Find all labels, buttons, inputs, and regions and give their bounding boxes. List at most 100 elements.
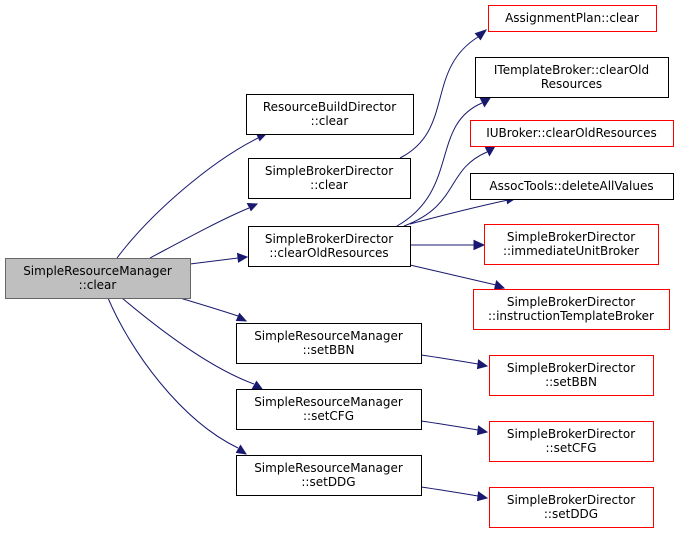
node-box (488, 5, 657, 32)
node-box (248, 226, 411, 267)
edge-line (107, 297, 239, 449)
edge-arrowhead (251, 380, 264, 390)
node-simplebrokerdirector-setcfg[interactable]: SimpleBrokerDirector::setCFG (489, 421, 654, 462)
node-label-line-2: Resources (541, 77, 602, 91)
edge-line (420, 486, 479, 497)
edge-arrowhead (479, 97, 491, 108)
edge-line (149, 207, 250, 259)
node-label-line-1: SimpleBrokerDirector (265, 232, 393, 246)
node-assignmentplan-clear[interactable]: AssignmentPlan::clear (488, 5, 657, 32)
node-simpleresourcemanager-setcfg[interactable]: SimpleResourceManager::setCFG (236, 389, 422, 430)
node-label-line-1: ITemplateBroker::clearOld (494, 63, 649, 77)
edge-srm_clear-to-sbd_clearold (189, 252, 249, 265)
node-label-line-1: SimpleBrokerDirector (507, 230, 635, 244)
node-simpleresourcemanager-setddg[interactable]: SimpleResourceManager::setDDG (236, 455, 422, 496)
node-label-line-1: SimpleBrokerDirector (507, 427, 635, 441)
node-itemplatebroker-clearoldresources[interactable]: ITemplateBroker::clearOldResources (475, 57, 669, 98)
node-box (489, 487, 654, 528)
node-label-line-2: ::clear (79, 278, 117, 292)
node-simplebrokerdirector-setbbn[interactable]: SimpleBrokerDirector::setBBN (489, 355, 654, 396)
node-label-line-1: SimpleBrokerDirector (507, 361, 635, 375)
node-box (5, 258, 191, 299)
edge-line (189, 257, 239, 265)
edge-arrowhead (493, 280, 506, 291)
edge-line (409, 264, 497, 286)
node-box (246, 94, 414, 135)
edge-line (409, 199, 509, 225)
node-box (470, 120, 674, 147)
node-label-line-2: ::clearOldResources (269, 246, 388, 260)
node-label-line-2: ::clear (310, 178, 348, 192)
edge-arrowhead (246, 202, 259, 212)
node-assoctools-deleteallvalues[interactable]: AssocTools::deleteAllValues (470, 173, 674, 200)
node-box (475, 57, 669, 98)
node-simpleresourcemanager-clear[interactable]: SimpleResourceManager::clear (5, 258, 191, 299)
node-label-line-1: AssocTools::deleteAllValues (489, 179, 653, 193)
node-label-line-2: ::setDDG (544, 507, 598, 521)
edge-srm_clear-to-srm_setddg (107, 297, 248, 455)
node-label-line-1: SimpleResourceManager (254, 329, 403, 343)
node-label-line-2: ::clear (311, 114, 349, 128)
edge-line (403, 151, 488, 227)
edge-arrowhead (474, 29, 488, 41)
node-simplebrokerdirector-immediateunitbroker[interactable]: SimpleBrokerDirector::immediateUnitBroke… (484, 224, 659, 265)
node-box (248, 158, 411, 199)
node-label-line-2: ::setBBN (545, 375, 597, 389)
edge-arrowhead (476, 425, 489, 436)
edge-sbd_clearold-to-itb_clearold (396, 97, 491, 227)
edges-layer (107, 29, 518, 502)
edge-arrowhead (236, 252, 249, 263)
edge-srm_clear-to-rbd_clear (116, 132, 268, 259)
node-box (489, 421, 654, 462)
edge-line (121, 297, 255, 385)
node-label-line-2: ::setCFG (545, 441, 596, 455)
node-box (470, 173, 674, 200)
edge-srm_setbbn-to-sbd_setbbn (420, 354, 489, 370)
node-label-line-2: ::setDDG (301, 475, 355, 489)
edge-arrowhead (473, 239, 486, 251)
node-simpleresourcemanager-setbbn[interactable]: SimpleResourceManager::setBBN (236, 323, 422, 364)
node-label-line-2: ::setCFG (303, 409, 354, 423)
node-label-line-1: AssignmentPlan::clear (505, 11, 639, 25)
edge-arrowhead (476, 491, 489, 502)
node-label-line-1: ResourceBuildDirector (263, 100, 396, 114)
nodes-layer: SimpleResourceManager::clearResourceBuil… (5, 5, 674, 528)
node-label-line-1: SimpleResourceManager (23, 264, 172, 278)
edge-srm_setddg-to-sbd_setddg (420, 486, 489, 502)
edge-line (179, 297, 239, 317)
node-simplebrokerdirector-instructiontemplatebroker[interactable]: SimpleBrokerDirector::instructionTemplat… (473, 289, 670, 330)
edge-srm_setcfg-to-sbd_setcfg (420, 420, 489, 436)
node-label-line-1: SimpleResourceManager (254, 461, 403, 475)
node-box (484, 224, 659, 265)
node-simplebrokerdirector-clearoldresources[interactable]: SimpleBrokerDirector::clearOldResources (248, 226, 411, 267)
edge-arrowhead (484, 145, 496, 157)
edge-srm_clear-to-sbd_clear (149, 202, 259, 259)
edge-sbd_clear-to-ap_clear (399, 29, 488, 159)
node-label-line-2: ::instructionTemplateBroker (488, 309, 654, 323)
edge-srm_clear-to-srm_setcfg (121, 297, 264, 390)
node-label-line-1: IUBroker::clearOldResources (486, 126, 657, 140)
node-resourcebuilddirector-clear[interactable]: ResourceBuildDirector::clear (246, 94, 414, 135)
node-simplebrokerdirector-setddg[interactable]: SimpleBrokerDirector::setDDG (489, 487, 654, 528)
node-label-line-1: SimpleBrokerDirector (507, 493, 635, 507)
node-label-line-1: SimpleBrokerDirector (265, 164, 393, 178)
edge-line (399, 36, 479, 159)
node-label-line-2: ::setBBN (303, 343, 355, 357)
edge-sbd_clearold-to-sbd_instruction (409, 264, 506, 291)
node-box (236, 389, 422, 430)
node-simplebrokerdirector-clear[interactable]: SimpleBrokerDirector::clear (248, 158, 411, 199)
edge-line (396, 102, 483, 227)
edge-arrowhead (476, 359, 489, 370)
edge-line (420, 354, 479, 365)
node-box (473, 289, 670, 330)
node-label-line-1: SimpleResourceManager (254, 395, 403, 409)
node-box (236, 323, 422, 364)
node-box (236, 455, 422, 496)
edge-line (420, 420, 479, 431)
edge-sbd_clearold-to-sbd_immediate (410, 239, 486, 251)
node-iubroker-clearoldresources[interactable]: IUBroker::clearOldResources (470, 120, 674, 147)
edge-arrowhead (235, 444, 248, 455)
node-box (489, 355, 654, 396)
node-label-line-2: ::immediateUnitBroker (503, 244, 639, 258)
edge-line (116, 137, 259, 259)
